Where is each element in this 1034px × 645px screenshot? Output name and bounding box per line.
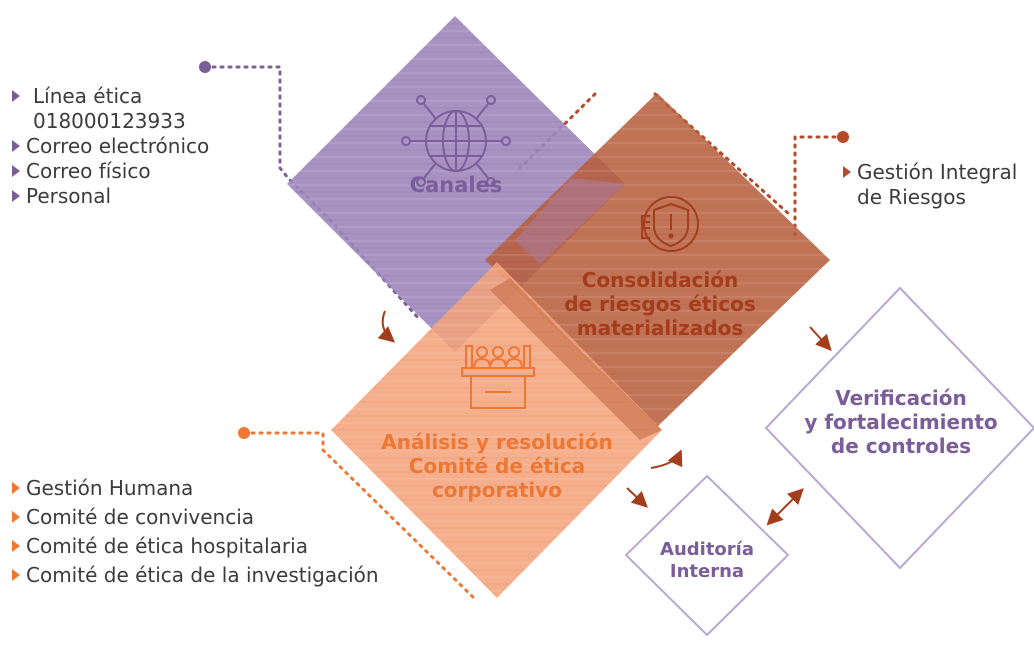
committee-podium-icon: [461, 345, 535, 409]
triangle-bullet-icon: [12, 190, 20, 202]
list-item: Gestión Humana: [12, 474, 379, 503]
diamond-analisis-texture: [331, 262, 662, 598]
arrow-analisis-to-auditoria: [626, 487, 648, 508]
triangle-bullet-icon: [12, 540, 20, 552]
triangle-bullet-icon: [12, 165, 20, 177]
list-item: Comité de convivencia: [12, 503, 379, 532]
verificacion-line-1: Verificación: [835, 386, 967, 410]
consolidacion-line-2: de riesgos éticos: [564, 292, 756, 316]
leader-riesgos-dot: [837, 131, 849, 143]
consolidacion-label: Consolidación de riesgos éticos material…: [560, 268, 760, 340]
auditoria-line-2: Interna: [669, 560, 745, 582]
diamond-auditoria: [624, 474, 790, 637]
arrow-consolidacion-to-verificacion: [809, 326, 832, 351]
triangle-bullet-icon: [12, 482, 20, 494]
diamond-canales-texture: [287, 16, 625, 352]
triangle-bullet-icon: [12, 569, 20, 581]
auditoria-label: Auditoría Interna: [647, 539, 767, 582]
list-item: Personal: [12, 184, 209, 209]
shield-alert-hand-icon: [641, 196, 699, 252]
triangle-bullet-icon: [12, 511, 20, 523]
consolidacion-line-3: materializados: [576, 316, 744, 340]
globe-network-icon: [401, 95, 511, 187]
analisis-line-3: corporativo: [431, 478, 563, 502]
verificacion-label: Verificación y fortalecimiento de contro…: [784, 386, 1018, 458]
list-item: Comité de ética hospitalaria: [12, 532, 379, 561]
list-item: Correo electrónico: [12, 134, 209, 159]
leader-consolidacion-right: [653, 92, 792, 217]
canales-list: Línea ética 018000123933 Correo electrón…: [12, 84, 209, 209]
canales-label: Canales: [380, 173, 532, 198]
triangle-bullet-icon: [12, 140, 20, 152]
arrow-analisis-to-consolidacion: [650, 449, 683, 469]
leader-comites-dot: [238, 427, 250, 439]
triangle-bullet-icon: [843, 166, 851, 178]
list-item: 018000123933: [33, 109, 186, 133]
list-item: Gestión Integral: [843, 160, 1017, 185]
list-item: Línea ética: [12, 84, 209, 109]
triangle-bullet-icon: [12, 90, 20, 102]
canales-label-text: Canales: [409, 173, 503, 197]
list-item: Comité de ética de la investigación: [12, 561, 379, 590]
auditoria-line-1: Auditoría: [660, 539, 754, 560]
riesgos-list: Gestión Integral de Riesgos: [843, 160, 1017, 210]
verificacion-line-3: de controles: [830, 434, 972, 458]
leader-canales-dot: [199, 61, 211, 73]
comites-list: Gestión Humana Comité de convivencia Com…: [12, 474, 379, 590]
arrow-auditoria-verificacion: [766, 488, 804, 526]
overlap-purple-brown: [515, 178, 625, 264]
arrow-canales-to-analisis: [377, 310, 396, 343]
analisis-label: Análisis y resolución Comité de ética co…: [367, 430, 627, 502]
leader-riesgos: [793, 135, 845, 242]
verificacion-line-2: y fortalecimiento: [804, 410, 998, 434]
leader-comites: [242, 431, 478, 602]
list-item: de Riesgos: [857, 185, 966, 209]
consolidacion-line-1: Consolidación: [581, 268, 739, 292]
analisis-line-1: Análisis y resolución: [381, 430, 613, 454]
overlap-orange-brown: [490, 278, 662, 440]
diamond-verificacion: [764, 286, 1034, 570]
list-item: Correo físico: [12, 159, 209, 184]
analisis-line-2: Comité de ética: [408, 454, 586, 478]
